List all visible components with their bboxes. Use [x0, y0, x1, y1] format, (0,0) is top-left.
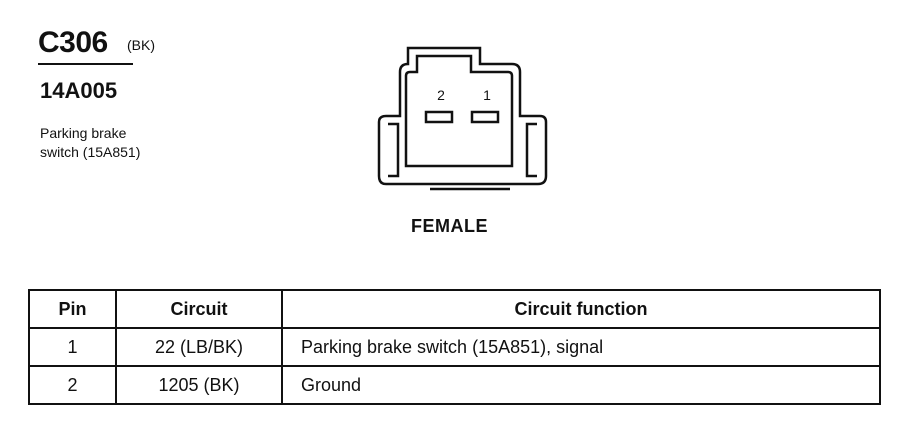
connector-side-rail-left — [388, 122, 400, 178]
header-pin: Pin — [28, 289, 117, 329]
header-circuit-function: Circuit function — [281, 289, 881, 329]
pin-label-1: 1 — [483, 87, 491, 103]
cell-pin: 2 — [28, 365, 117, 405]
connector-outer-shell — [377, 46, 548, 186]
connector-inner-shell — [404, 54, 514, 168]
pin-2-cavity — [424, 110, 454, 124]
pin-label-2: 2 — [437, 87, 445, 103]
cell-circuit: 1205 (BK) — [115, 365, 283, 405]
table-row: 1 22 (LB/BK) Parking brake switch (15A85… — [28, 327, 881, 367]
table-row: 2 1205 (BK) Ground — [28, 365, 881, 405]
table-header-row: Pin Circuit Circuit function — [28, 289, 881, 329]
connector-color: (BK) — [127, 37, 155, 53]
description-line-1: Parking brake — [40, 125, 127, 141]
pin-1-cavity — [470, 110, 500, 124]
connector-gender-label: FEMALE — [411, 216, 488, 236]
component-description: Parking brake switch (15A851) — [40, 124, 140, 162]
cell-function: Ground — [281, 365, 881, 405]
connector-face-diagram: 2 1 — [377, 46, 548, 191]
pinout-table: Pin Circuit Circuit function 1 22 (LB/BK… — [28, 289, 881, 405]
cell-function: Parking brake switch (15A851), signal — [281, 327, 881, 367]
part-number: 14A005 — [40, 78, 118, 103]
connector-side-rail-right — [525, 122, 537, 178]
header-circuit: Circuit — [115, 289, 283, 329]
cell-pin: 1 — [28, 327, 117, 367]
title-underline — [38, 63, 133, 65]
connector-id: C306 — [38, 26, 108, 59]
cell-circuit: 22 (LB/BK) — [115, 327, 283, 367]
description-line-2: switch (15A851) — [40, 144, 141, 160]
